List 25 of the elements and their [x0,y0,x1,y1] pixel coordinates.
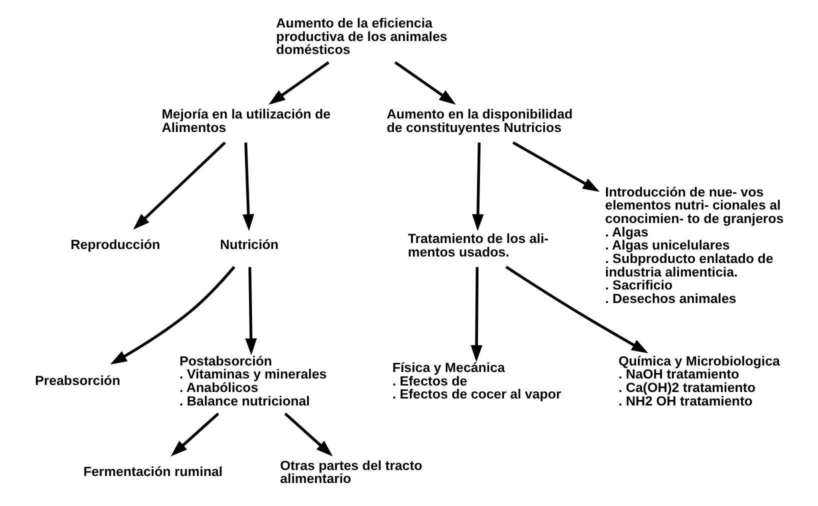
arrow [394,60,456,104]
arrow [512,140,600,192]
node-text: Otras partes del tracto alimentario [280,457,422,486]
node-text: Mejoría en la utilización de Alimentos [162,106,331,134]
arrow [110,266,236,364]
arrow [242,142,254,230]
node-text: Tratamiento de los ali- mentos usados. [408,230,549,259]
arrow [245,266,257,355]
node-text: Preabsorción [35,372,120,388]
node-text: Fermentación ruminal [83,463,223,478]
arrow [472,142,484,230]
node-text: Reproducción [70,236,160,252]
node-text: Aumento de la eficiencia productiva de los animales domésticos [276,14,448,57]
arrow [170,412,220,456]
node-text: Aumento en la disponibilidad de constituyentes Nutricios [386,106,573,134]
arrow [284,412,333,456]
arrow [505,265,648,353]
arrow [268,60,330,104]
arrow [133,141,226,230]
node-text: Química y Microbiologica . NaOH tratamiento . Ca(OH)2 tratamiento . NH2 OH tratamiento [618,352,780,408]
node-text: Física y Mecánica . Efectos de . Efectos de cocer al vapor [392,359,562,402]
node-text: Nutrición [220,236,279,252]
arrow [470,266,482,362]
node-text: Postabsorción . Vitaminas y minerales . Anabólicos . Balance nutricional [180,352,327,408]
node-text: Introducción de nue- vos elementos nutri- cionales al conocimien- to de granjeros . Algas . Algas unicelulares . Subproducto enlatado de industria alimenticia. . Sacrificio . Desechos animales [605,184,784,306]
